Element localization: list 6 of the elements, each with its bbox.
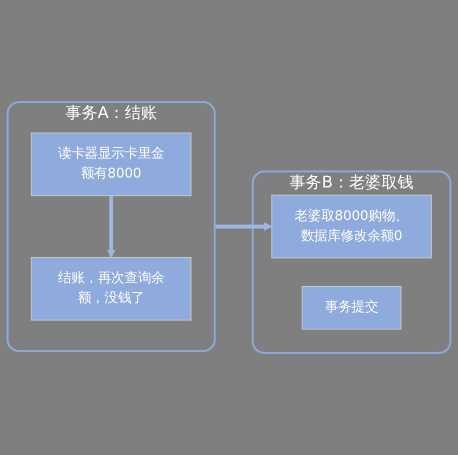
node-box: 老婆取8000购物、数据库修改余额0: [271, 194, 432, 258]
node-box: 读卡器显示卡里金额有8000: [30, 132, 192, 196]
node-box: 结账，再次查询余额，没钱了: [30, 256, 192, 321]
node-box: 事务提交: [302, 286, 402, 330]
arrow: [107, 196, 116, 258]
arrow: [214, 222, 272, 231]
